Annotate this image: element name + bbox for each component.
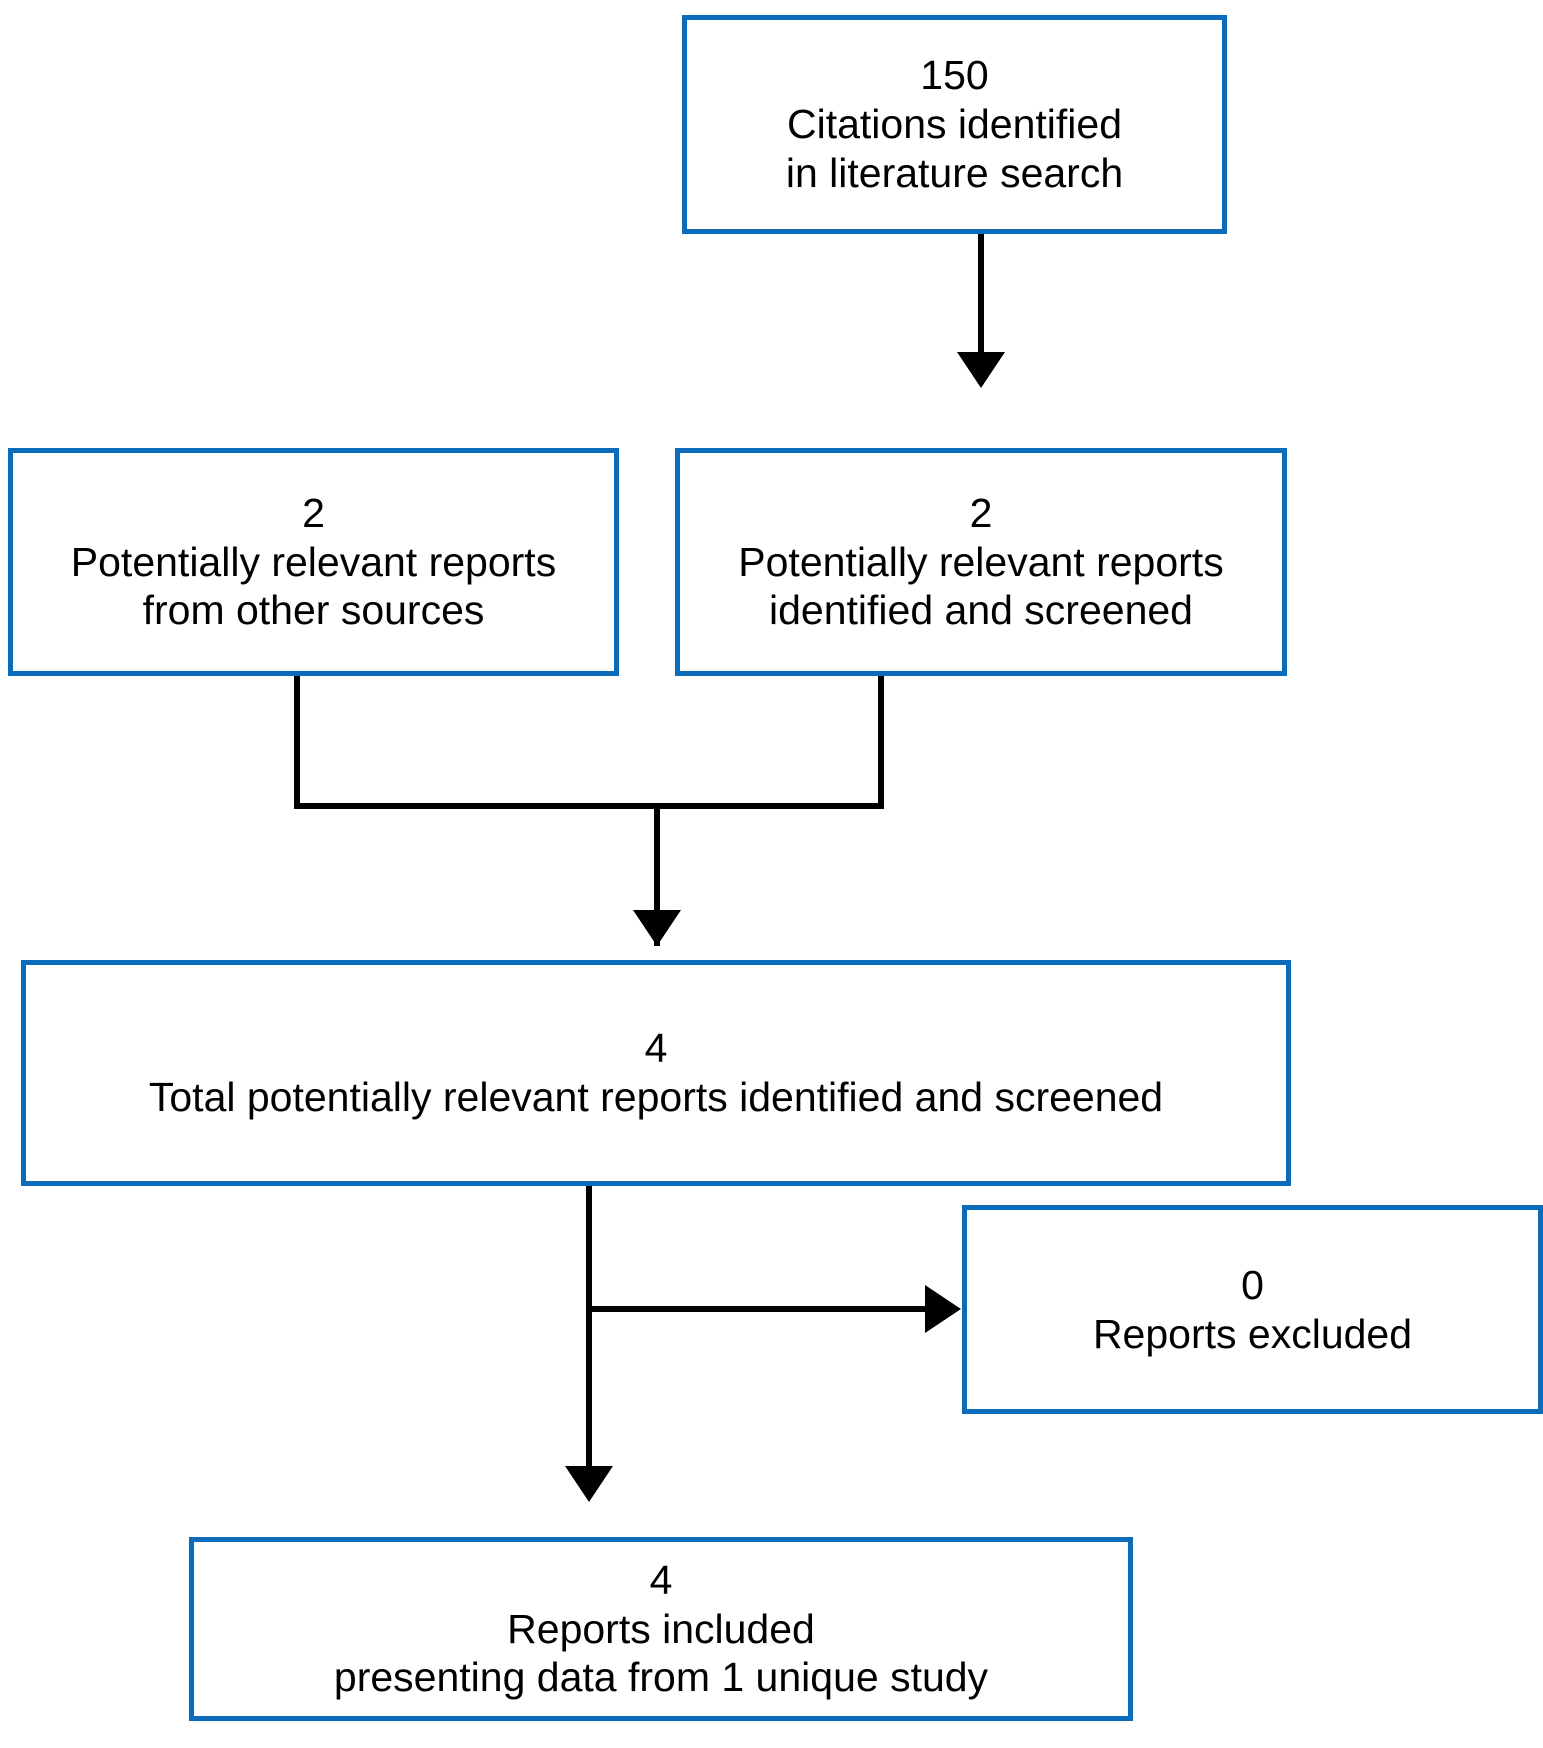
arrow-down-icon-total-to-included [565,1466,613,1502]
node-reports-included: 4 Reports included presenting data from … [189,1537,1133,1721]
node-screened-line2: identified and screened [769,587,1193,634]
node-potentially-relevant-screened: 2 Potentially relevant reports identifie… [675,448,1287,676]
node-included-line1: Reports included [507,1605,815,1652]
node-total-potentially-relevant: 4 Total potentially relevant reports ide… [21,960,1291,1186]
node-screened-count: 2 [969,489,993,536]
connector-screened-down [878,676,884,809]
connector-citations-to-screened [978,234,984,384]
arrow-right-icon-total-to-excluded [925,1285,961,1333]
node-citations-count: 150 [920,52,989,99]
connector-other-sources-down [294,676,300,809]
connector-merge-to-total [654,806,660,946]
arrow-down-icon-citations-to-screened [957,352,1005,388]
node-excluded-line1: Reports excluded [1092,1310,1413,1357]
node-other-sources-line2: from other sources [142,587,485,634]
node-total-screened-count: 4 [644,1025,668,1072]
node-citations-identified: 150 Citations identified in literature s… [682,15,1227,234]
connector-total-to-excluded [589,1306,934,1312]
node-other-sources-line1: Potentially relevant reports [70,538,557,585]
node-excluded-count: 0 [1241,1261,1264,1308]
arrow-down-icon-merge-to-total [633,910,681,946]
node-screened-line1: Potentially relevant reports [738,538,1224,585]
node-total-screened-line1: Total potentially relevant reports ident… [148,1074,1164,1120]
node-citations-line2: in literature search [785,149,1124,196]
node-other-sources-count: 2 [302,489,325,536]
node-included-line2: presenting data from 1 unique study [333,1654,989,1701]
node-included-count: 4 [649,1556,673,1603]
connector-merge-horizontal [294,803,884,809]
connector-total-to-included [586,1186,592,1496]
node-reports-excluded: 0 Reports excluded [962,1205,1543,1414]
node-other-sources: 2 Potentially relevant reports from othe… [8,448,619,676]
node-citations-line1: Citations identified [786,101,1123,148]
